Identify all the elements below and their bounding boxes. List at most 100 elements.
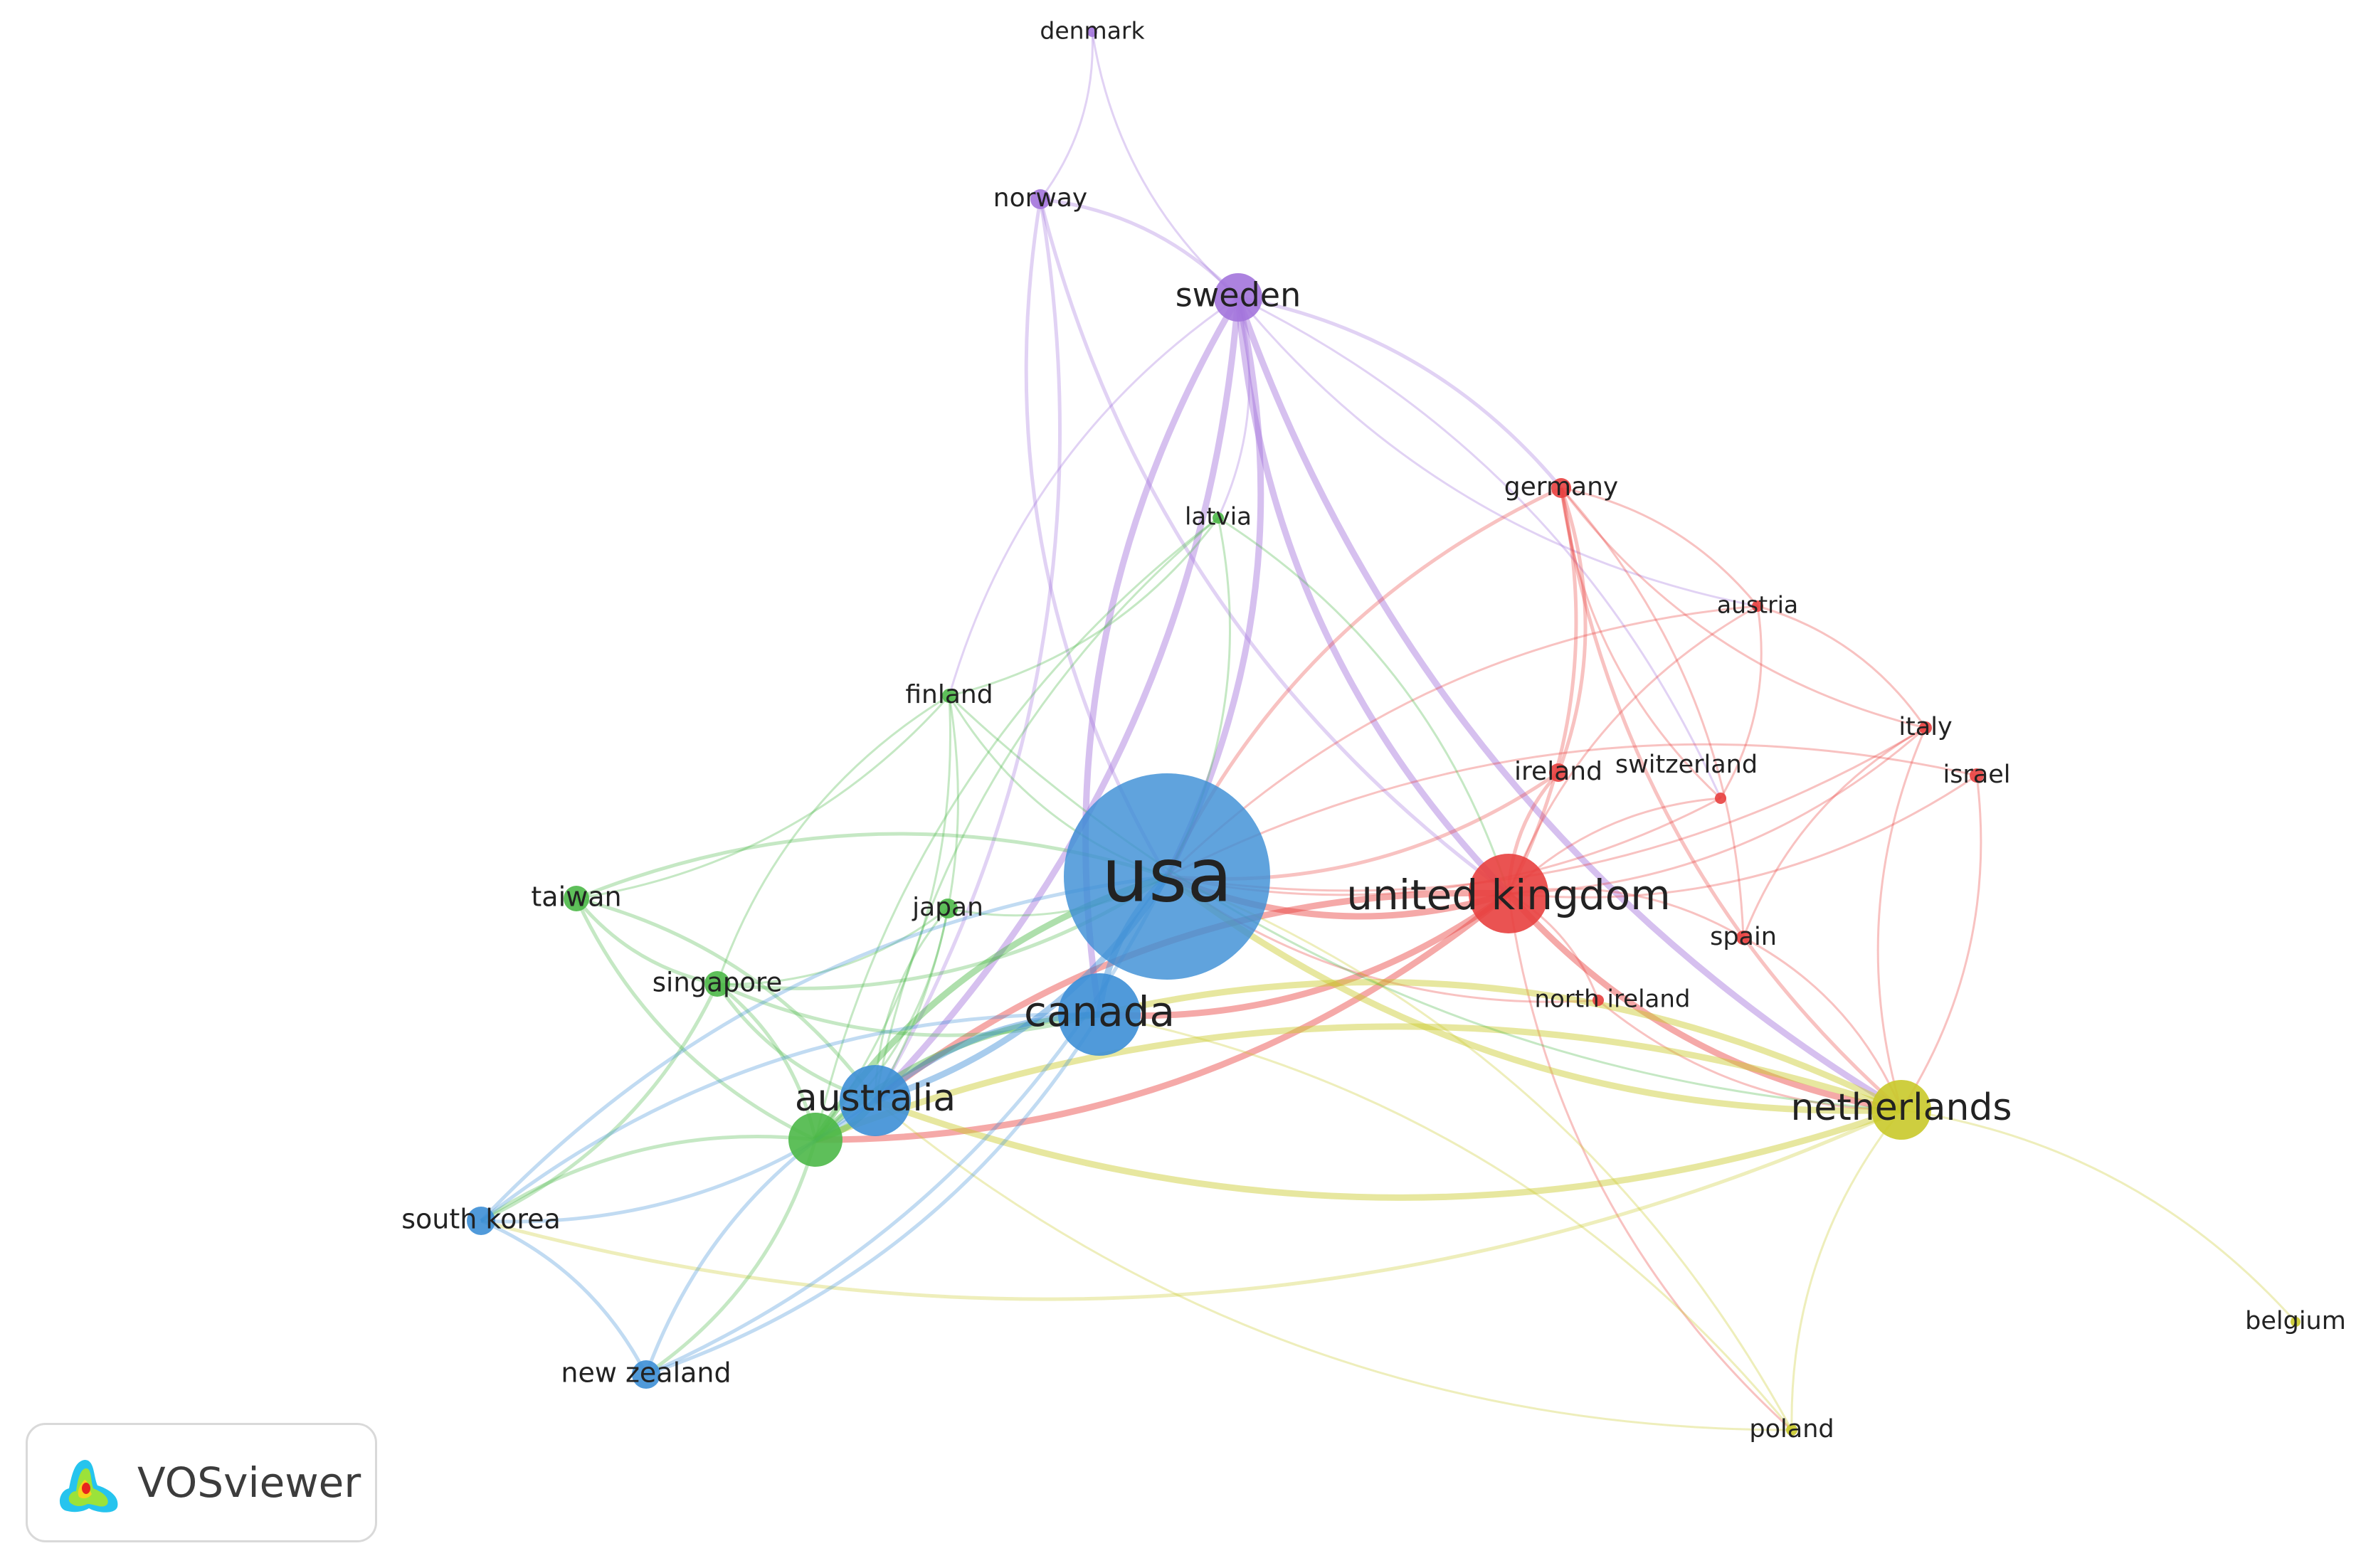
edge-norway-australia	[873, 198, 1062, 1102]
edge-china-south-korea	[480, 1135, 816, 1223]
label-norway: norway	[993, 184, 1087, 213]
label-finland: finland	[905, 680, 993, 709]
edge-germany-united-kingdom	[1506, 487, 1578, 895]
label-usa: usa	[1102, 832, 1232, 918]
label-austria: austria	[1717, 591, 1798, 619]
node-spain[interactable]	[1736, 931, 1750, 945]
edge-poland-australia	[875, 1099, 1792, 1431]
edge-usa-south-korea	[480, 874, 1168, 1222]
edge-sweden-austria	[1237, 297, 1758, 608]
node-denmark[interactable]	[1087, 27, 1097, 37]
edge-united-kingdom-netherlands	[1506, 891, 1902, 1113]
node-belgium[interactable]	[2291, 1317, 2301, 1327]
edge-israel-usa	[1166, 743, 1977, 878]
node-poland[interactable]	[1786, 1424, 1797, 1436]
node-finland[interactable]	[942, 689, 956, 703]
label-north-ireland: north ireland	[1534, 985, 1690, 1014]
edge-spain-netherlands	[1743, 936, 1903, 1111]
edge-germany-austria	[1560, 487, 1759, 607]
node-netherlands[interactable]	[1871, 1080, 1931, 1140]
edge-latvia-australia	[874, 517, 1219, 1101]
label-taiwan: taiwan	[531, 881, 621, 913]
node-china[interactable]	[788, 1113, 843, 1167]
node-ireland[interactable]	[1549, 763, 1568, 782]
edge-netherlands-australia	[874, 1097, 1903, 1201]
node-new-zealand[interactable]	[632, 1360, 660, 1389]
edge-sweden-switzerland	[1237, 296, 1722, 799]
edge-netherlands-usa	[1165, 874, 1902, 1114]
node-austria[interactable]	[1752, 600, 1763, 612]
label-canada: canada	[1024, 987, 1175, 1036]
edge-taiwan-china	[574, 897, 817, 1142]
edge-poland-canada	[1099, 1013, 1793, 1431]
node-switzerland[interactable]	[1715, 793, 1726, 804]
edge-united-kingdom-poland	[1507, 893, 1793, 1431]
edge-finland-taiwan	[576, 695, 951, 900]
node-japan[interactable]	[938, 899, 958, 918]
edge-north-ireland-netherlands	[1597, 999, 1902, 1111]
edge-sweden-germany	[1237, 295, 1563, 489]
edge-austria-switzerland	[1719, 605, 1763, 799]
nodes-layer	[467, 27, 2301, 1436]
label-italy: italy	[1898, 713, 1952, 741]
node-latvia[interactable]	[1213, 512, 1224, 524]
edge-latvia-china	[814, 517, 1219, 1140]
node-norway[interactable]	[1030, 189, 1050, 209]
edge-sweden-australia	[872, 297, 1242, 1103]
edge-austria-united-kingdom	[1507, 605, 1758, 894]
label-new-zealand: new zealand	[561, 1357, 731, 1389]
label-latvia: latvia	[1185, 503, 1252, 531]
edge-netherlands-poland	[1790, 1109, 1903, 1431]
node-taiwan[interactable]	[564, 886, 589, 911]
label-australia: australia	[795, 1077, 956, 1120]
edge-latvia-united-kingdom	[1218, 517, 1510, 894]
edge-netherlands-south-korea	[480, 1108, 1903, 1301]
edge-germany-switzerland	[1560, 487, 1722, 800]
label-sweden: sweden	[1176, 276, 1301, 314]
edge-germany-italy	[1560, 487, 1926, 729]
node-canada[interactable]	[1058, 973, 1141, 1056]
node-sweden[interactable]	[1214, 273, 1262, 322]
label-poland: poland	[1749, 1415, 1834, 1443]
edge-germany-spain	[1560, 487, 1745, 938]
edge-germany-netherlands	[1559, 487, 1903, 1111]
label-spain: spain	[1710, 923, 1777, 951]
label-belgium: belgium	[2245, 1307, 2346, 1335]
edge-canada-new-zealand	[645, 1013, 1102, 1377]
edge-south-korea-new-zealand	[480, 1219, 648, 1376]
edge-taiwan-singapore	[575, 897, 718, 986]
edge-taiwan-australia	[576, 896, 877, 1102]
edge-latvia-finland	[949, 517, 1220, 697]
edge-norway-united-kingdom	[1038, 198, 1510, 896]
edge-norway-usa	[1024, 198, 1169, 878]
edge-poland-usa	[1166, 875, 1793, 1431]
node-israel[interactable]	[1970, 768, 1984, 783]
edge-japan-singapore	[717, 907, 949, 985]
edge-italy-netherlands	[1876, 727, 1927, 1111]
edge-italy-usa	[1166, 726, 1926, 892]
node-singapore[interactable]	[704, 971, 730, 997]
node-south-korea[interactable]	[467, 1207, 495, 1235]
node-germany[interactable]	[1551, 478, 1571, 498]
node-north-ireland[interactable]	[1593, 995, 1604, 1006]
edge-united-kingdom-china	[815, 891, 1511, 1143]
edge-netherlands-china	[814, 1023, 1903, 1143]
label-singapore: singapore	[653, 968, 782, 998]
node-usa[interactable]	[1064, 773, 1270, 980]
edge-china-new-zealand	[645, 1139, 818, 1377]
vosviewer-logo-icon	[59, 1460, 118, 1513]
edge-austria-italy	[1757, 605, 1927, 729]
node-italy[interactable]	[1919, 721, 1932, 734]
edge-israel-netherlands	[1900, 775, 1982, 1111]
label-south-korea: south korea	[401, 1204, 561, 1235]
node-australia[interactable]	[840, 1065, 911, 1136]
label-israel: israel	[1943, 761, 2010, 789]
edge-united-kingdom-canada	[1099, 891, 1511, 1019]
edge-israel-united-kingdom	[1508, 774, 1977, 899]
node-united-kingdom[interactable]	[1469, 854, 1548, 933]
label-denmark: denmark	[1040, 17, 1145, 45]
edge-sweden-netherlands	[1235, 296, 1903, 1113]
edge-usa-new-zealand	[645, 875, 1169, 1377]
